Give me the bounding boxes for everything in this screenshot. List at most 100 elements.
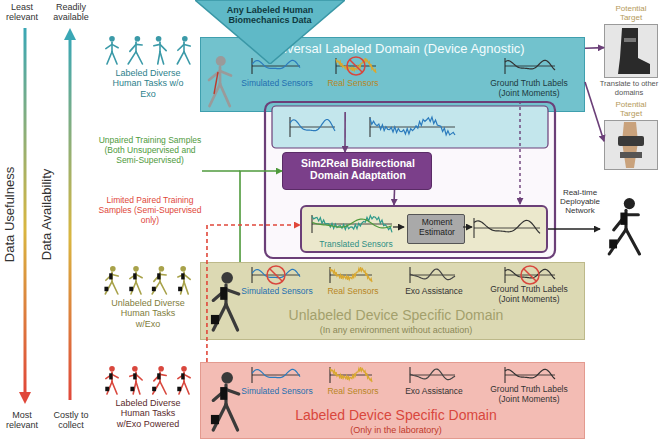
person-figure: [106, 36, 118, 64]
signal-axis: [410, 375, 455, 376]
person-limb: [154, 44, 160, 45]
person-limb: [609, 229, 626, 254]
node-text: Unlabeled Device Specific Domain: [246, 307, 546, 323]
exo-device: [211, 315, 219, 324]
node-text: Exo Assistance: [399, 387, 469, 397]
person-limb: [112, 382, 117, 394]
person-limb: [160, 274, 166, 276]
exo-device: [220, 387, 227, 400]
supervision-line: [519, 101, 520, 204]
signal-axis: [336, 58, 337, 74]
person-limb: [184, 274, 190, 279]
person-limb: [160, 382, 166, 394]
signal-wave: [252, 60, 300, 68]
signal-wave: [505, 60, 555, 70]
person-figure: [211, 372, 239, 430]
person-limb: [136, 44, 142, 46]
person-figure: [128, 36, 142, 64]
person-limb: [136, 374, 142, 380]
signal-axis: [290, 117, 291, 137]
person-figure: [104, 266, 118, 294]
person-limb: [159, 272, 161, 282]
person-limb: [213, 304, 226, 330]
process-box: Translated SensorsMoment Estimator: [300, 205, 548, 253]
signal-axis: [370, 127, 455, 128]
person-limb: [614, 215, 626, 230]
person-limb: [160, 282, 166, 294]
signal-axis: [505, 275, 555, 276]
person-limb: [181, 282, 184, 294]
signal-axis: [370, 117, 371, 137]
node-text: Simulated Sensors: [237, 79, 317, 89]
signal-axis: [410, 367, 411, 383]
not-available-mark: [347, 57, 365, 75]
person-limb: [112, 374, 118, 377]
signal-axis: [474, 218, 475, 238]
node-text: Exo Assistance: [399, 287, 469, 297]
exo-device: [129, 287, 133, 291]
signal-axis: [474, 228, 540, 229]
person-limb: [210, 84, 221, 106]
person-head: [156, 36, 162, 42]
target-photo: [604, 24, 658, 78]
signal-wave: [336, 58, 376, 73]
signal-axis: [252, 367, 253, 383]
annotation-text: Labeled Diverse Human Tasks w/Exo Powere…: [108, 398, 188, 429]
node-text: Ground Truth Labels (Joint Moments): [479, 79, 579, 99]
signal-axis: [290, 127, 335, 128]
signal-arrow: [393, 226, 404, 227]
axis-arrow: [24, 28, 27, 394]
person-limb: [184, 44, 190, 46]
connector-arrow: [240, 171, 282, 262]
signal-axis: [330, 275, 372, 276]
funnel-shape: Any Labeled Human Biomechanics Data: [195, 0, 345, 64]
adaptation-frame: [265, 102, 555, 258]
person-limb: [106, 374, 112, 378]
person-limb: [152, 282, 160, 294]
person-figure: [209, 56, 231, 106]
signal-wave: [474, 220, 540, 233]
target-image: Potential Target: [604, 2, 658, 78]
person-head: [132, 366, 138, 372]
signal-axis: [252, 58, 253, 74]
person-limb: [158, 52, 160, 64]
person-limb: [135, 42, 137, 52]
person-limb: [160, 52, 164, 64]
exo-device: [620, 213, 627, 225]
node-text: Simulated Sensors: [237, 387, 317, 397]
person-limb: [219, 67, 222, 84]
person-limb: [135, 272, 137, 282]
signal-axis: [505, 267, 506, 283]
person-limb: [178, 44, 184, 50]
person-head: [180, 266, 186, 272]
photo-frame: [605, 25, 658, 78]
person-limb: [136, 274, 142, 277]
person-figure: [154, 36, 166, 64]
person-limb: [107, 52, 112, 64]
person-limb: [111, 372, 113, 382]
annotation-text: Unlabeled Diverse Human Tasks w/Exo: [108, 298, 188, 329]
person-limb: [131, 282, 136, 294]
signal-wave: [312, 216, 392, 233]
person-limb: [130, 374, 136, 376]
exo-device: [152, 387, 156, 391]
person-limb: [106, 274, 112, 280]
node-text: Real Sensors: [323, 387, 383, 397]
knee-brace: [620, 152, 642, 158]
person-limb: [112, 274, 118, 276]
signal-wave: [252, 269, 300, 277]
signal-axis: [410, 267, 411, 283]
signal-axis: [505, 66, 555, 67]
signal-axis: [505, 367, 506, 383]
person-limb: [136, 52, 142, 64]
signal-wave: [312, 219, 392, 228]
annotation-text: Limited Paired Training Samples (Semi-Su…: [98, 196, 202, 225]
person-limb: [226, 389, 239, 394]
person-figure: [105, 366, 118, 394]
exo-device: [109, 373, 112, 379]
person-limb: [153, 382, 160, 394]
signal-arrow: [463, 226, 472, 227]
person-figure: [609, 198, 639, 254]
person-limb: [111, 42, 113, 52]
exo-device: [109, 273, 112, 279]
